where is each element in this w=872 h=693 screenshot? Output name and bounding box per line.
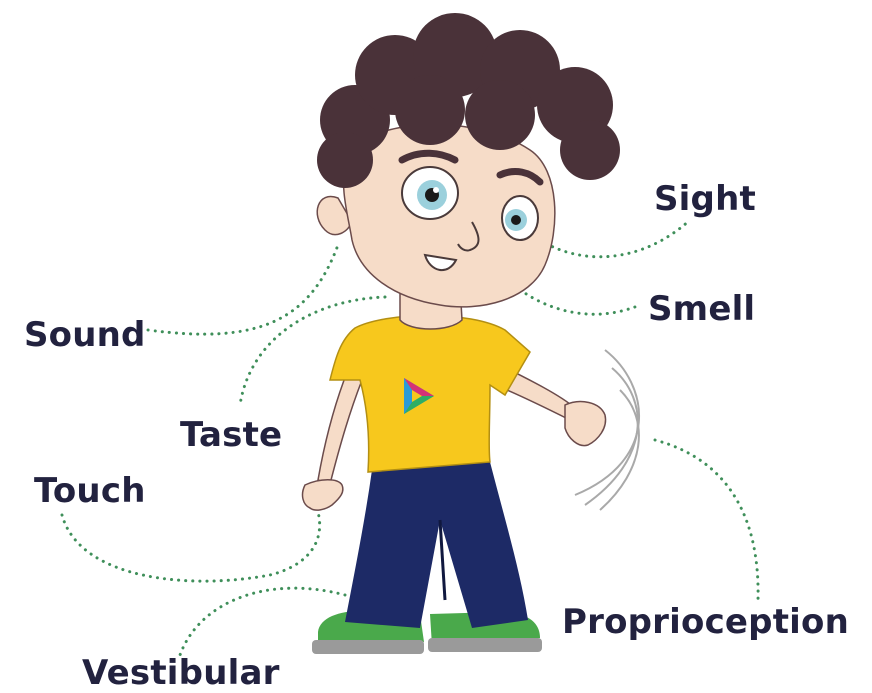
left-shoe-sole: [312, 640, 424, 654]
shirt: [330, 316, 530, 473]
label-sight: Sight: [654, 182, 756, 216]
connector-proprioception: [655, 440, 758, 600]
connector-sound: [148, 245, 338, 334]
label-smell: Smell: [648, 292, 755, 326]
connector-sight: [540, 220, 690, 257]
left-hand: [303, 480, 343, 510]
head: [317, 13, 620, 307]
pants: [345, 462, 528, 628]
label-vestibular: Vestibular: [82, 656, 280, 690]
label-taste: Taste: [180, 418, 282, 452]
right-hand: [565, 402, 606, 446]
right-shoe-sole: [428, 638, 542, 652]
label-proprioception: Proprioception: [562, 605, 849, 639]
left-eye: [402, 167, 458, 219]
connector-touch: [62, 512, 320, 581]
right-eye: [502, 196, 538, 240]
label-sound: Sound: [24, 318, 146, 352]
label-touch: Touch: [34, 474, 146, 508]
